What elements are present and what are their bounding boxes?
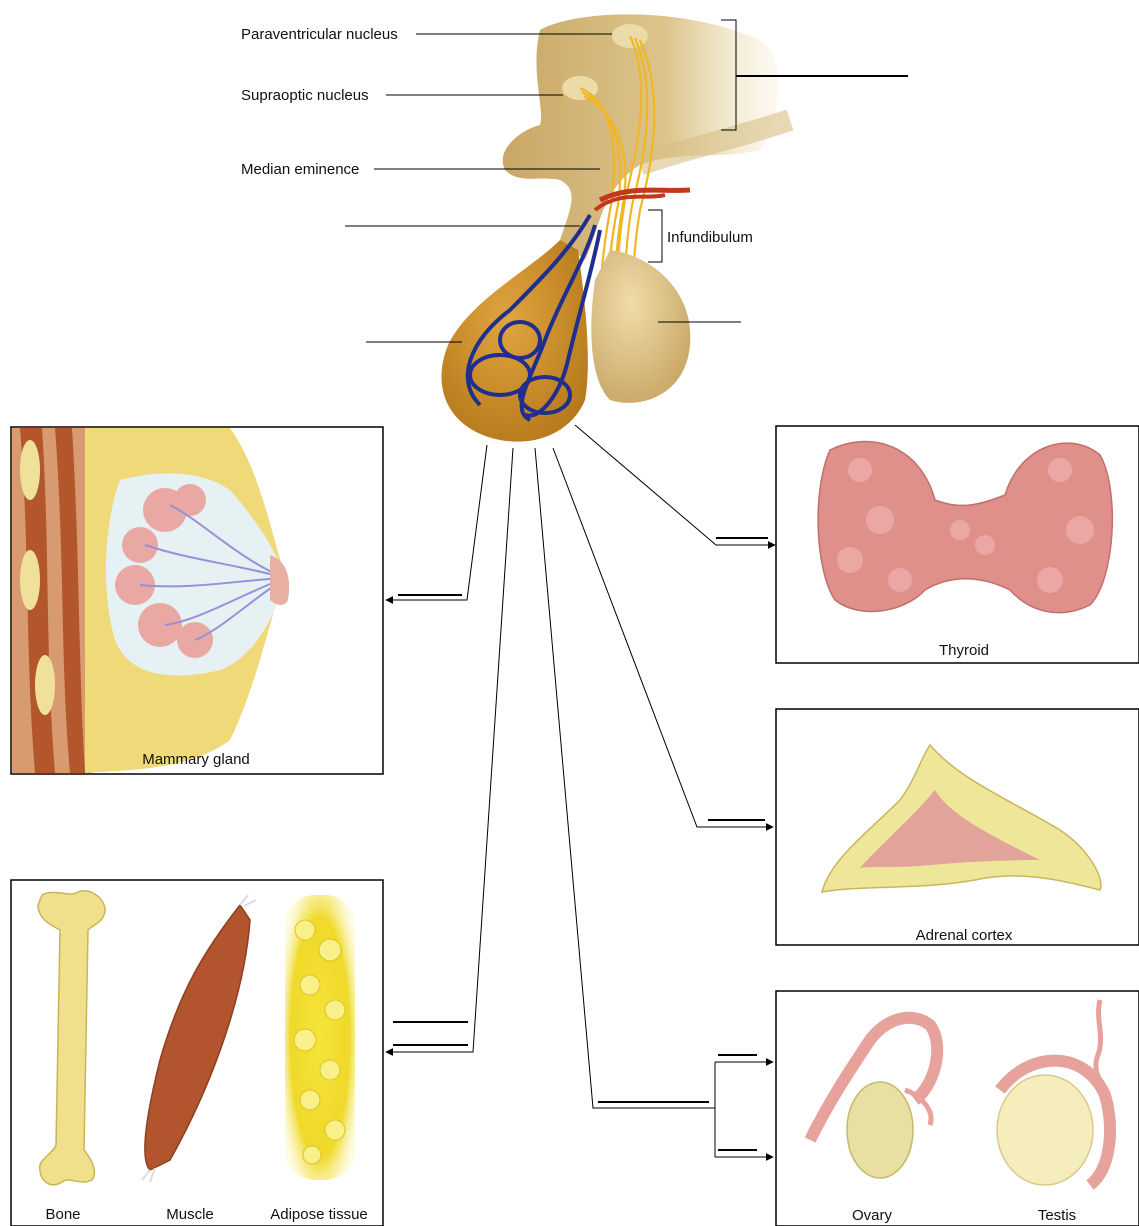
caption-adrenal: Adrenal cortex xyxy=(916,927,1013,944)
pathway-adrenal xyxy=(553,448,773,827)
caption-adipose: Adipose tissue xyxy=(270,1206,368,1223)
pathways xyxy=(386,425,775,1157)
infundibulum-bracket xyxy=(648,210,662,262)
caption-bone: Bone xyxy=(45,1206,80,1223)
gonads-panel: Ovary Testis xyxy=(776,991,1139,1226)
label-supraoptic: Supraoptic nucleus xyxy=(241,87,369,104)
caption-muscle: Muscle xyxy=(166,1206,214,1223)
caption-thyroid: Thyroid xyxy=(939,642,989,659)
pathway-thyroid xyxy=(575,425,775,545)
posterior-pituitary xyxy=(591,250,690,403)
pathway-tissues xyxy=(386,448,513,1052)
caption-mammary: Mammary gland xyxy=(142,751,250,768)
hypothalamus xyxy=(503,14,790,260)
mammary-panel: Mammary gland xyxy=(11,427,383,774)
label-median-eminence: Median eminence xyxy=(241,161,359,178)
caption-ovary: Ovary xyxy=(852,1207,893,1224)
caption-testis: Testis xyxy=(1038,1207,1076,1224)
pathway-mammary xyxy=(386,445,487,600)
label-infundibulum: Infundibulum xyxy=(667,229,753,246)
adrenal-panel: Adrenal cortex xyxy=(776,709,1139,945)
thyroid-panel: Thyroid xyxy=(776,426,1139,663)
pathway-gonads xyxy=(535,448,715,1108)
tissues-panel: Bone Muscle Adipose tissue xyxy=(11,880,383,1226)
label-paraventricular: Paraventricular nucleus xyxy=(241,26,398,43)
adipose-illustration xyxy=(285,895,355,1180)
